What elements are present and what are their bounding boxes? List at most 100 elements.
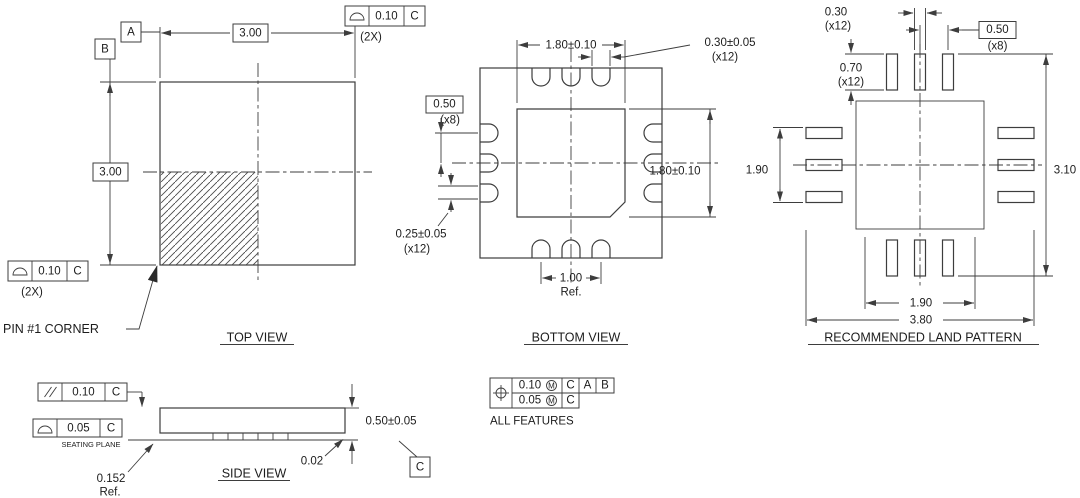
dim-outer-span-h: 3.80 bbox=[910, 315, 932, 327]
fcf-profile-top: 0.10 C (2X) bbox=[344, 5, 426, 44]
dim-height-value: 3.00 bbox=[99, 167, 121, 179]
dimension-pad-width: 1.80±0.10 bbox=[516, 40, 626, 103]
pin1-note: PIN #1 CORNER bbox=[3, 322, 99, 336]
fcf-row2-value: 0.05 bbox=[519, 395, 541, 407]
fcf-bottom-qty: (2X) bbox=[21, 287, 43, 299]
dim-pad-width: 0.30 bbox=[825, 7, 847, 19]
fcf-row1-datum3: B bbox=[601, 380, 609, 392]
dim-lead-width-qty: (x12) bbox=[712, 52, 738, 64]
fcf-row2-datum1: C bbox=[566, 395, 574, 407]
package-body-outline bbox=[159, 81, 356, 266]
dim-span: 1.00 bbox=[560, 273, 582, 285]
mmc-modifier-icon: M bbox=[546, 395, 557, 406]
dim-pad-length-qty: (x12) bbox=[838, 77, 864, 89]
dimension-pad-height: 1.80±0.10 bbox=[629, 108, 716, 218]
dim-pad-width-qty: (x12) bbox=[825, 21, 851, 33]
fcf-parallelism: 0.10 C bbox=[37, 382, 145, 407]
dimension-lead-thickness: 0.152 Ref. bbox=[97, 443, 154, 498]
dim-standoff: 0.02 bbox=[301, 456, 323, 468]
dim-lead-length: 0.25±0.05 bbox=[395, 229, 446, 241]
dim-lead-length-qty: (x12) bbox=[404, 244, 430, 256]
fcf-row1-modifier: M bbox=[548, 382, 555, 391]
fcf-row1-value: 0.10 bbox=[519, 380, 541, 392]
fcf-position: 0.10 M C A B 0.05 M C ALL FEATURES bbox=[489, 377, 615, 428]
dimension-pad-length: 0.70 (x12) bbox=[838, 39, 884, 105]
land-pads bbox=[805, 53, 1035, 277]
dim-pitch: 0.50 bbox=[433, 99, 455, 111]
fcf-seating-datum: C bbox=[107, 423, 115, 435]
land-pattern: 0.30 (x12) 0.50 (x8) 0.70 (x12) bbox=[746, 7, 1076, 345]
bottom-view: 1.80±0.10 0.30±0.05 (x12) 0.50 (x8) bbox=[395, 37, 756, 345]
fcf-profile-bottom: 0.10 C (2X) bbox=[7, 260, 89, 299]
fcf-parallelism-value: 0.10 bbox=[72, 387, 94, 399]
position-icon bbox=[493, 385, 509, 401]
dim-pitch-qty: (x8) bbox=[440, 115, 460, 127]
dimension-standoff: 0.02 bbox=[301, 439, 344, 468]
side-view: 0.10 C 0.05 C SEATING PLANE 0.50±0.05 0.… bbox=[32, 382, 431, 498]
dimension-span: 1.00 Ref. bbox=[540, 262, 602, 299]
profile-of-surface-icon bbox=[12, 267, 28, 276]
fcf-row2-modifier: M bbox=[548, 397, 555, 406]
datum-b-label: B bbox=[101, 44, 109, 56]
datum-a-label: A bbox=[127, 27, 135, 39]
side-view-title: SIDE VIEW bbox=[222, 467, 287, 481]
datum-c: C bbox=[398, 440, 431, 478]
fcf-bottom-datum: C bbox=[73, 266, 81, 278]
dim-pitch: 0.50 bbox=[986, 24, 1008, 36]
lead-profiles bbox=[212, 432, 289, 441]
dimension-pad-width: 0.30 (x12) bbox=[825, 7, 942, 50]
top-view: 3.00 A B 3.00 0.10 C ( bbox=[3, 5, 426, 345]
bottom-view-title: BOTTOM VIEW bbox=[532, 331, 621, 345]
fcf-row1-datum2: A bbox=[584, 380, 592, 392]
parallelism-icon bbox=[44, 386, 57, 398]
land-pattern-title: RECOMMENDED LAND PATTERN bbox=[824, 331, 1021, 345]
fcf-top-value: 0.10 bbox=[375, 11, 397, 23]
dimension-pitch: 0.50 (x8) bbox=[425, 95, 478, 177]
dim-pad-height: 1.80±0.10 bbox=[649, 166, 700, 178]
dimension-inner-span-vertical: 1.90 bbox=[746, 127, 803, 203]
dim-lead-thickness: 0.152 bbox=[97, 473, 126, 485]
leads bbox=[480, 68, 662, 258]
dim-pad-length: 0.70 bbox=[840, 63, 862, 75]
fcf-row1-datum1: C bbox=[566, 380, 574, 392]
dimension-lead-length: 0.25±0.05 (x12) bbox=[395, 173, 478, 256]
dim-outer-span-v: 3.10 bbox=[1054, 165, 1076, 177]
dim-width-value: 3.00 bbox=[239, 28, 261, 40]
dimension-outer-span-horizontal: 3.80 bbox=[805, 230, 1035, 327]
dim-height: 0.50±0.05 bbox=[365, 416, 416, 428]
dim-lead-width: 0.30±0.05 bbox=[704, 37, 755, 49]
dim-inner-span-v: 1.90 bbox=[746, 165, 768, 177]
datum-a: A bbox=[120, 21, 160, 43]
pin1-corner-hatch bbox=[160, 172, 258, 265]
fcf-top-datum: C bbox=[410, 11, 418, 23]
dimension-inner-span-horizontal: 1.90 bbox=[864, 237, 976, 310]
dim-span-ref: Ref. bbox=[560, 287, 581, 299]
dim-inner-span-h: 1.90 bbox=[910, 298, 932, 310]
profile-of-surface-icon bbox=[349, 12, 365, 21]
datum-b: B bbox=[94, 38, 116, 60]
dimension-width: 3.00 bbox=[159, 23, 356, 78]
pin1-callout: PIN #1 CORNER bbox=[3, 265, 158, 336]
body-profile bbox=[159, 407, 346, 434]
fcf-parallelism-datum: C bbox=[112, 387, 120, 399]
dim-pad-width: 1.80±0.10 bbox=[545, 40, 596, 52]
all-features-note: ALL FEATURES bbox=[490, 416, 574, 428]
profile-of-surface-icon bbox=[37, 425, 53, 434]
mmc-modifier-icon: M bbox=[546, 380, 557, 391]
dim-lead-thickness-ref: Ref. bbox=[99, 487, 120, 498]
pin1-leader-arrow bbox=[126, 265, 158, 330]
exposed-pad bbox=[516, 108, 626, 218]
dimension-pitch: 0.50 (x8) bbox=[906, 21, 1017, 53]
fcf-top-qty: (2X) bbox=[360, 32, 382, 44]
fcf-bottom-value: 0.10 bbox=[38, 266, 60, 278]
dimension-outer-span-vertical: 3.10 bbox=[958, 53, 1076, 277]
dimension-height: 3.00 bbox=[92, 59, 156, 266]
dim-pitch-qty: (x8) bbox=[988, 41, 1008, 53]
top-view-title: TOP VIEW bbox=[227, 331, 288, 345]
dimension-height: 0.50±0.05 bbox=[345, 384, 417, 464]
datum-c-label: C bbox=[416, 462, 424, 474]
dimension-lead-width: 0.30±0.05 (x12) bbox=[578, 37, 756, 66]
fcf-seating-value: 0.05 bbox=[67, 423, 89, 435]
